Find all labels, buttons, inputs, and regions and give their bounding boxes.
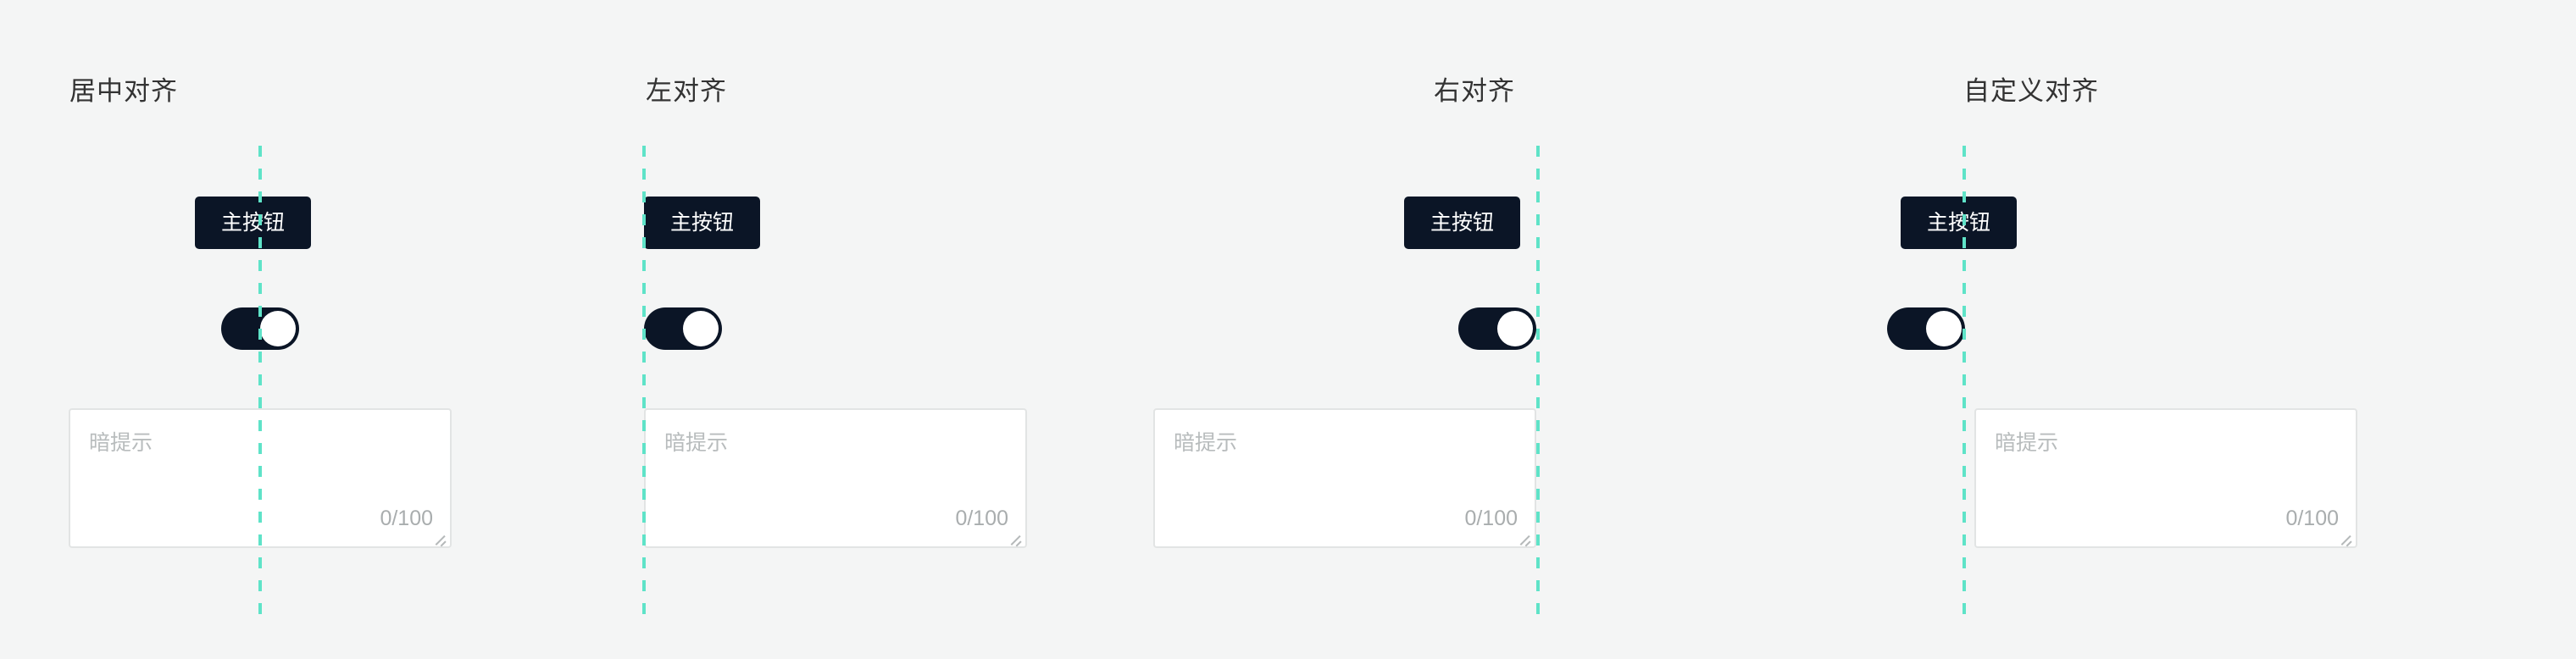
primary-button[interactable]: 主按钮 <box>1404 197 1521 249</box>
toggle-knob <box>683 311 719 346</box>
resize-handle-icon[interactable] <box>2339 530 2352 544</box>
column-title: 右对齐 <box>1434 76 1515 106</box>
alignment-guide-line <box>258 146 262 617</box>
primary-button[interactable]: 主按钮 <box>1901 197 2018 249</box>
character-counter: 0/100 <box>1464 507 1518 530</box>
alignment-guide-line <box>1536 146 1540 617</box>
toggle-knob <box>260 311 296 346</box>
character-counter: 0/100 <box>955 507 1008 530</box>
primary-button[interactable]: 主按钮 <box>195 197 312 249</box>
toggle-knob <box>1926 311 1962 346</box>
textarea-field[interactable]: 暗提示 0/100 <box>1153 408 1536 548</box>
primary-button[interactable]: 主按钮 <box>644 197 761 249</box>
toggle-knob <box>1497 311 1533 346</box>
textarea-placeholder: 暗提示 <box>1174 431 1238 455</box>
textarea-placeholder: 暗提示 <box>664 431 729 455</box>
resize-handle-icon[interactable] <box>1008 530 1022 544</box>
resize-handle-icon[interactable] <box>433 530 447 544</box>
textarea-field[interactable]: 暗提示 0/100 <box>1974 408 2357 548</box>
toggle-switch[interactable] <box>644 307 722 350</box>
column-title: 左对齐 <box>646 76 727 106</box>
column-title: 自定义对齐 <box>1963 76 2099 106</box>
alignment-guide-line <box>642 146 646 617</box>
textarea-placeholder: 暗提示 <box>89 431 153 455</box>
character-counter: 0/100 <box>2285 507 2339 530</box>
toggle-switch[interactable] <box>1458 307 1536 350</box>
column-title: 居中对齐 <box>69 76 178 106</box>
textarea-field[interactable]: 暗提示 0/100 <box>644 408 1027 548</box>
resize-handle-icon[interactable] <box>1518 530 1531 544</box>
toggle-switch[interactable] <box>1887 307 1965 350</box>
character-counter: 0/100 <box>380 507 433 530</box>
alignment-guide-line <box>1963 146 1966 617</box>
textarea-placeholder: 暗提示 <box>1995 431 2059 455</box>
